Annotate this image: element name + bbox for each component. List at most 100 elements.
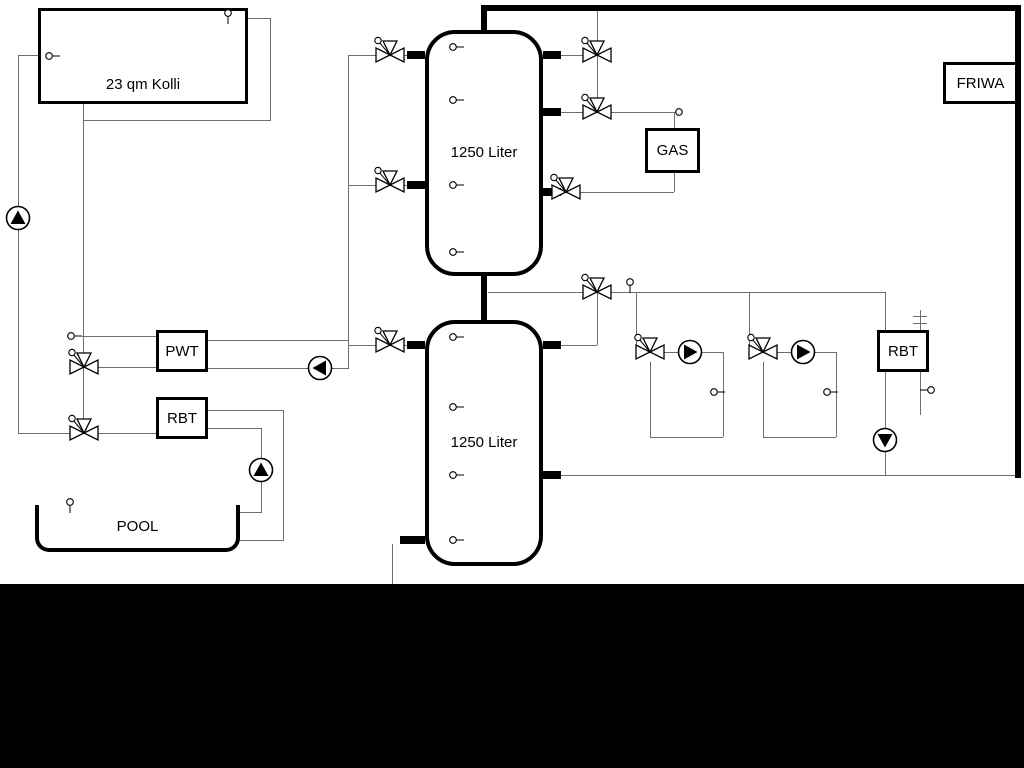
pipe [885,372,886,475]
pipe [208,428,262,429]
pipe [18,55,19,433]
pool-basin: POOL [35,505,240,552]
valve-tank2-icon [373,325,407,355]
pipe [749,292,750,352]
pipe [239,540,284,541]
pipe [674,112,675,128]
pipe [885,292,886,330]
pwt-heat-exchanger: PWT [156,330,208,372]
pipe [674,173,675,192]
pump-solar-icon [5,205,31,231]
tank-port [543,341,561,349]
sensor-tank1-2-icon [448,95,464,105]
collector-label: 23 qm Kolli [105,76,181,93]
pump-circuit2-icon [790,339,816,365]
pipe [283,410,284,540]
buffer-tank-bottom: 1250 Liter [425,320,543,566]
pipe [248,18,271,19]
pipe [763,362,764,437]
tank-port [400,536,425,544]
valve-tank1-mid-icon [373,165,407,195]
pipe [270,18,271,120]
pipe [84,367,156,368]
tank-port [543,471,561,479]
pipe [561,55,583,56]
sensor-rbt-right-icon [920,385,936,395]
pump-pool-icon [248,457,274,483]
main-pipe [481,8,487,30]
valve-gas-supply-icon [580,92,614,122]
valve-gas-return-icon [549,172,583,202]
sensor-circuit2-icon [822,387,838,397]
pump-circuit1-icon [677,339,703,365]
tank-port [543,108,561,116]
pipe [650,437,723,438]
bottom-black-band [0,584,1024,768]
tank-port [407,51,425,59]
sensor-tank2-4-icon [448,535,464,545]
sensor-mixing-icon [625,277,635,293]
flange-tick [913,323,927,324]
valve-rbt-left-icon [67,413,101,443]
pipe [208,368,349,369]
sensor-pool-icon [65,497,75,513]
pipe [83,104,84,433]
pipe [239,512,262,513]
sensor-pwt-icon [66,331,82,341]
pipe [82,336,156,337]
pipe [348,55,349,368]
sensor-tank2-3-icon [448,470,464,480]
pool-label: POOL [116,518,159,535]
valve-tank1-upper-icon [373,35,407,65]
valve-mixing-icon [580,272,614,302]
tank-port [543,51,561,59]
rbt-right-unit: RBT [877,330,929,372]
rbt-left-label: RBT [167,409,197,427]
pipe [723,352,724,437]
pipe [836,352,837,437]
solar-collector: 23 qm Kolli [38,8,248,104]
pipe [650,362,651,437]
pipe [561,192,674,193]
pipe [561,112,674,113]
sensor-tank2-1-icon [448,332,464,342]
pipe [561,475,1016,476]
pipe [597,8,598,112]
valve-tank1-right-top-icon [580,35,614,65]
valve-pwt-icon [67,347,101,377]
tank-port [407,181,425,189]
pump-primary-icon [307,355,333,381]
pipe [392,544,393,584]
buffer-tank-top: 1250 Liter [425,30,543,276]
sensor-collector-left-icon [44,51,60,61]
pipe [83,120,271,121]
sensor-collector-top-icon [223,8,233,24]
pipe [208,340,349,341]
pump-rbt-icon [872,427,898,453]
pipe [597,292,598,345]
main-pipe [481,274,487,322]
valve-circuit2-icon [746,332,780,362]
sensor-tank1-3-icon [448,180,464,190]
pipe [561,345,597,346]
friwa-label: FRIWA [956,74,1005,92]
pipe [488,292,885,293]
pwt-label: PWT [165,342,199,360]
friwa-unit: FRIWA [943,62,1018,104]
valve-circuit1-icon [633,332,667,362]
pipe [208,410,284,411]
tank-top-label: 1250 Liter [450,144,518,161]
sensor-gas-icon [674,107,684,117]
sensor-tank1-1-icon [448,42,464,52]
tank-port [407,341,425,349]
pipe [18,55,38,56]
sensor-circuit1-icon [709,387,725,397]
rbt-left-unit: RBT [156,397,208,439]
tank-bottom-label: 1250 Liter [450,434,518,451]
gas-label: GAS [656,142,689,159]
pipe [636,292,637,352]
sensor-tank1-4-icon [448,247,464,257]
flange-tick [913,316,927,317]
gas-boiler: GAS [645,128,700,173]
